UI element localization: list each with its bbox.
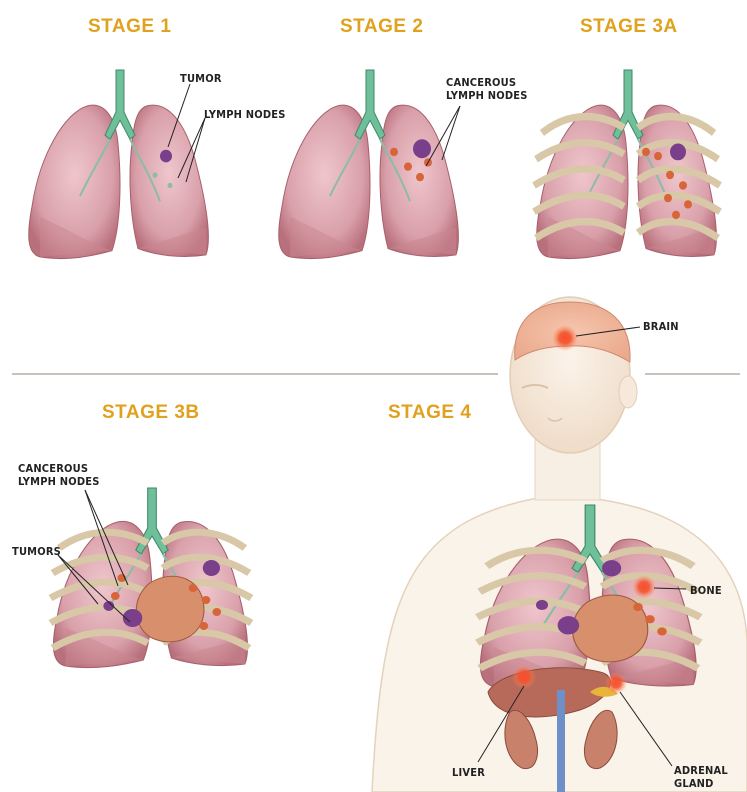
stage2-title: STAGE 2 [340,16,423,38]
stage1-title: STAGE 1 [88,16,171,38]
brain-metastasis [552,325,578,351]
stage4-title: STAGE 4 [388,402,471,424]
cancerous-lymph-nodes-label-stage2: CANCEROUS LYMPH NODES [446,76,528,102]
stage4-body [372,297,747,792]
stage1-lungs [29,70,209,259]
adrenal-gland-label: ADRENAL GLAND [674,764,728,790]
liver-metastasis [512,665,536,689]
bone-label: BONE [690,584,722,597]
liver-label: LIVER [452,766,485,779]
stage3b-title: STAGE 3B [102,402,200,424]
tumor-label: TUMOR [180,72,222,85]
stage2-lungs [279,70,459,259]
bone-metastasis [632,575,656,599]
lymph-nodes-label: LYMPH NODES [204,108,286,121]
stage3a-title: STAGE 3A [580,16,678,38]
cancerous-lymph-nodes-label-stage3b: CANCEROUS LYMPH NODES [18,462,100,488]
brain-label: BRAIN [643,320,679,333]
tumors-label: TUMORS [12,545,61,558]
stage3b-lungs [50,488,251,668]
stage3a-lungs [534,70,720,259]
adrenal-metastasis [605,672,627,694]
stage1-tumor [160,150,172,163]
